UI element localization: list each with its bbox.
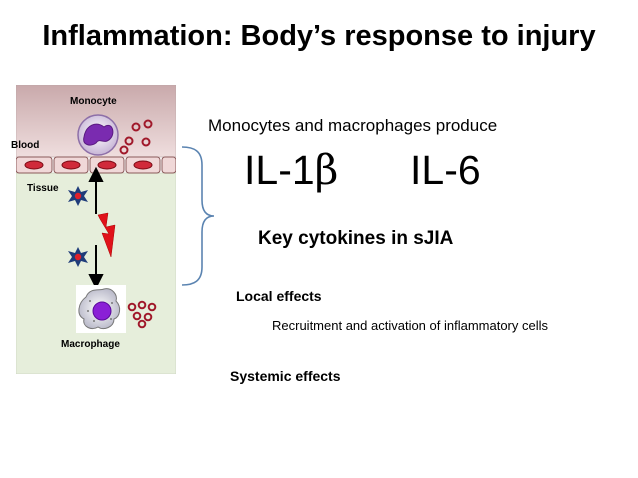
- intro-text: Monocytes and macrophages produce: [208, 116, 498, 135]
- local-effects-detail: Recruitment and activation of inflammato…: [272, 318, 549, 333]
- monocyte-label: Monocyte: [70, 96, 117, 107]
- systemic-effects-heading: Systemic effects: [230, 368, 341, 384]
- macrophage-icon: [76, 285, 126, 333]
- monocyte-icon: [77, 114, 119, 156]
- il1-prefix: IL-1: [244, 147, 315, 193]
- diagram-graphic: [15, 84, 177, 375]
- cytokine-star-icon: [68, 186, 88, 206]
- key-cytokines-heading: Key cytokines in sJIA: [258, 228, 454, 249]
- slide-title: Inflammation: Body’s response to injury: [42, 20, 596, 52]
- cytokine-star-icon: [68, 247, 88, 267]
- cytokine-il1b: IL-1β: [244, 150, 338, 191]
- inflammation-diagram: Monocyte Blood Tissue Macrophage: [11, 84, 177, 375]
- curly-brace: [181, 146, 215, 286]
- tissue-label: Tissue: [27, 183, 59, 194]
- local-effects-heading: Local effects: [236, 288, 322, 304]
- injury-bolt-icon: [97, 212, 116, 258]
- secreted-cytokines: [127, 300, 157, 329]
- blood-label: Blood: [11, 140, 40, 151]
- macrophage-label: Macrophage: [61, 339, 120, 350]
- beta-symbol: β: [314, 146, 339, 194]
- red-blood-cells: [119, 119, 153, 155]
- migration-arrows: [88, 166, 104, 290]
- cytokine-il6: IL-6: [410, 147, 481, 193]
